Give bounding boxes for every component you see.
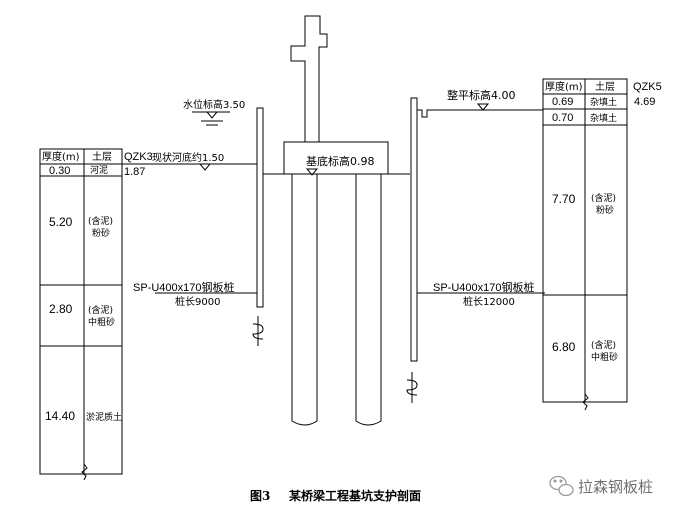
water-level-label: 水位标高3.50 bbox=[183, 98, 245, 111]
right-break-symbol bbox=[582, 393, 589, 411]
ground-level-line bbox=[417, 103, 543, 118]
left-header-soil: 土层 bbox=[92, 150, 112, 163]
left-sheet-pile bbox=[256, 107, 264, 308]
right-sheet-pile-section-icon bbox=[406, 372, 418, 403]
right-layer-1-soil: 杂填土 bbox=[590, 96, 617, 108]
left-layer-2-soil-line2: 粉砂 bbox=[92, 227, 110, 239]
right-sheet-pile bbox=[410, 97, 418, 362]
right-layer-3-soil-line1: (含泥) bbox=[591, 192, 616, 204]
central-structure bbox=[283, 15, 389, 426]
right-borehole-id: QZK5 bbox=[633, 81, 662, 93]
water-level-symbol bbox=[192, 111, 230, 126]
pile-right bbox=[355, 174, 382, 426]
base-level-marker bbox=[305, 168, 319, 176]
right-borehole-table bbox=[542, 78, 628, 411]
wechat-icon bbox=[549, 475, 574, 497]
right-layer-4-thickness: 6.80 bbox=[552, 340, 576, 354]
left-layer-1-soil: 河泥 bbox=[90, 164, 108, 176]
left-borehole-table bbox=[39, 148, 123, 481]
right-header-soil: 土层 bbox=[595, 80, 615, 93]
right-layer-4-soil-line1: (含泥) bbox=[591, 339, 616, 351]
right-layer-3-thickness: 7.70 bbox=[552, 192, 576, 206]
left-pile-length: 桩长9000 bbox=[175, 295, 220, 308]
watermark-text: 拉森钢板桩 bbox=[578, 478, 653, 496]
pile-left bbox=[291, 174, 318, 426]
left-layer-3-soil-line1: (含泥) bbox=[88, 304, 113, 316]
left-break-symbol bbox=[81, 463, 88, 481]
right-layer-4-soil-line2: 中粗砂 bbox=[591, 351, 618, 363]
right-header-thickness: 厚度(m) bbox=[545, 80, 583, 93]
right-top-elevation: 4.69 bbox=[634, 96, 655, 108]
river-bed-label: 现状河底约1.50 bbox=[152, 151, 224, 164]
left-header-thickness: 厚度(m) bbox=[42, 150, 80, 163]
bridge-pier bbox=[290, 15, 328, 143]
base-level-label: 基底标高0.98 bbox=[306, 154, 375, 168]
left-layer-1-thickness: 0.30 bbox=[49, 165, 70, 177]
left-layer-3-soil-line2: 中粗砂 bbox=[88, 316, 115, 328]
left-layer-2-soil-line1: (含泥) bbox=[88, 215, 113, 227]
figure-number: 图3 bbox=[250, 489, 270, 503]
right-layer-2-thickness: 0.70 bbox=[552, 112, 573, 124]
left-layer-3-thickness: 2.80 bbox=[49, 302, 73, 316]
right-layer-1-thickness: 0.69 bbox=[552, 96, 573, 108]
left-sheet-pile-section-icon bbox=[252, 316, 264, 346]
left-pile-type: SP-U400x170钢板桩 bbox=[133, 280, 235, 294]
figure-title: 某桥梁工程基坑支护剖面 bbox=[289, 488, 421, 503]
left-borehole-frame bbox=[39, 148, 123, 475]
left-layer-4-thickness: 14.40 bbox=[45, 409, 75, 423]
right-pile-length: 桩长12000 bbox=[463, 295, 515, 308]
river-bed-marker bbox=[198, 163, 212, 171]
left-top-elevation: 1.87 bbox=[124, 166, 145, 178]
left-layer-2-thickness: 5.20 bbox=[49, 215, 73, 229]
right-pile-type: SP-U400x170钢板桩 bbox=[433, 280, 535, 294]
right-layer-2-soil: 杂填土 bbox=[590, 112, 617, 124]
left-layer-4-soil: 淤泥质土 bbox=[86, 411, 122, 423]
left-borehole-id: QZK3 bbox=[124, 151, 153, 163]
ground-level-label: 整平标高4.00 bbox=[447, 88, 516, 102]
right-layer-3-soil-line2: 粉砂 bbox=[596, 204, 614, 216]
